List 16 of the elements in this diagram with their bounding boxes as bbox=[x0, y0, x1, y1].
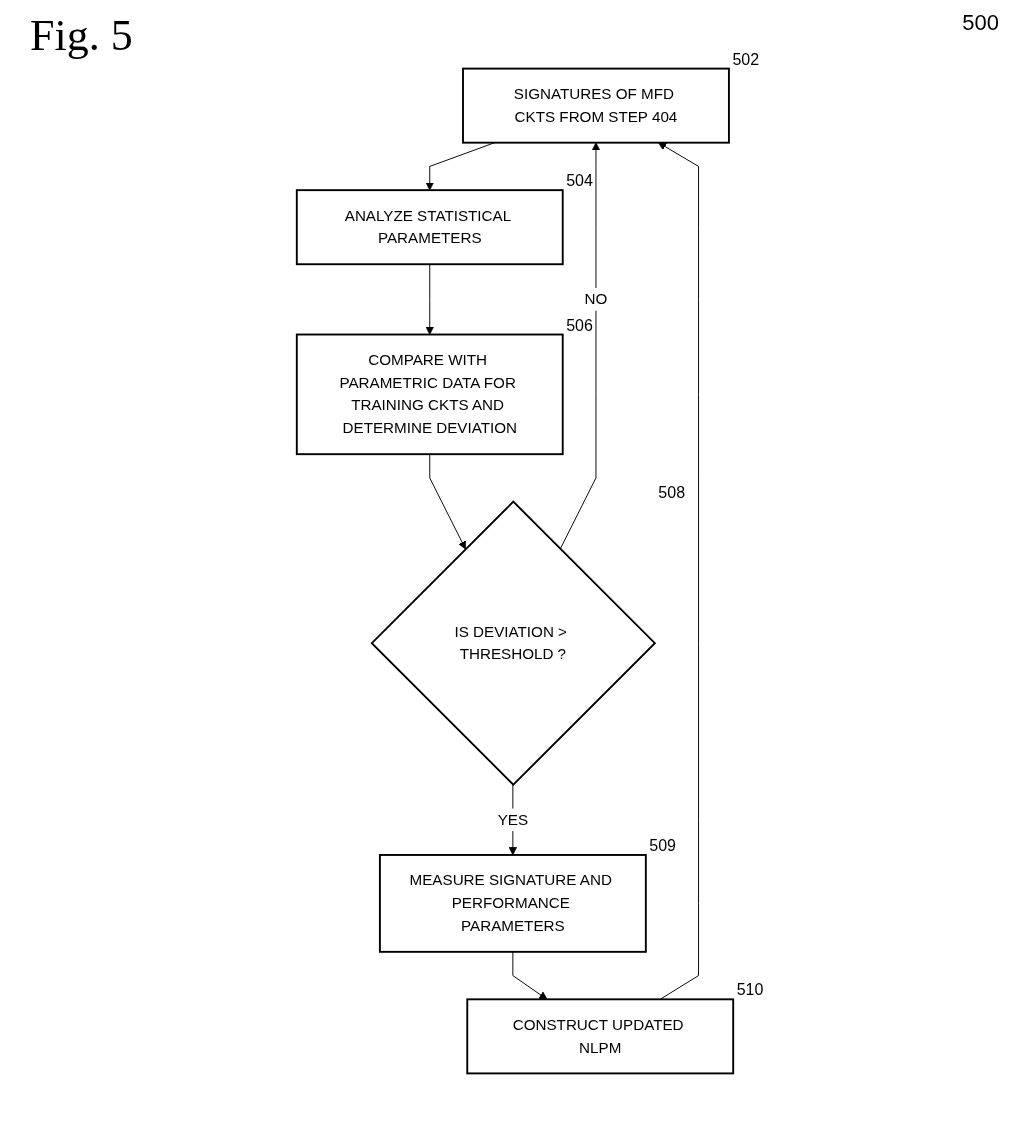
node-box: SIGNATURES OF MFD CKTS FROM STEP 404 bbox=[461, 67, 730, 144]
reference-number: 510 bbox=[736, 981, 764, 1000]
node-box: MEASURE SIGNATURE AND PERFORMANCE PARAMETERS bbox=[378, 854, 647, 953]
node-diamond: IS DEVIATION > THRESHOLD ? bbox=[370, 500, 656, 787]
reference-number: 509 bbox=[649, 836, 676, 855]
reference-number: 506 bbox=[566, 316, 593, 335]
figure-title: Fig. 5 bbox=[30, 10, 133, 61]
node-box: ANALYZE STATISTICAL PARAMETERS bbox=[295, 189, 564, 266]
node-box: CONSTRUCT UPDATED NLPM bbox=[465, 998, 734, 1075]
edge-label: NO bbox=[584, 290, 607, 307]
reference-number: 504 bbox=[566, 172, 593, 191]
reference-number: 508 bbox=[658, 483, 686, 502]
edge-label: YES bbox=[497, 811, 528, 828]
reference-number: 500 bbox=[962, 10, 999, 36]
node-box: COMPARE WITH PARAMETRIC DATA FOR TRAINING CKTS AND DETERMINE DEVIATION bbox=[295, 333, 564, 456]
reference-number: 502 bbox=[732, 50, 760, 69]
